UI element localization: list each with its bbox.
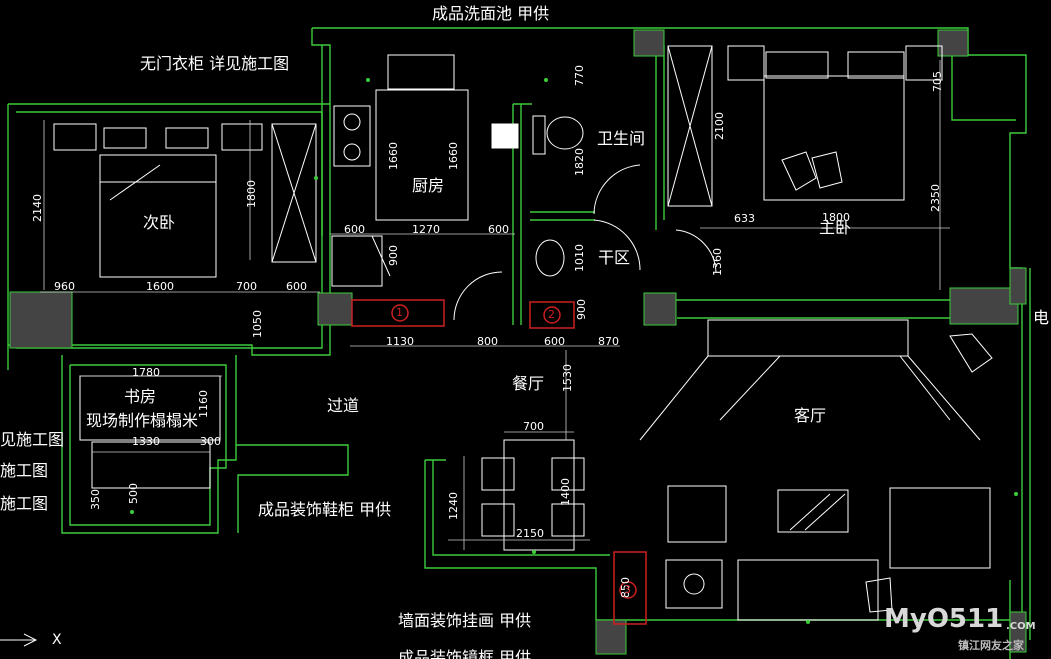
marker-2: 2 <box>548 308 555 321</box>
dim-2100: 2100 <box>713 112 726 140</box>
dim-2150: 2150 <box>516 527 544 540</box>
dim-600: 600 <box>286 280 307 293</box>
furniture <box>53 45 993 621</box>
dim-900: 900 <box>387 245 400 266</box>
room-living: 客厅 <box>794 406 827 425</box>
dim-870: 870 <box>598 335 619 348</box>
note-wall-painting: 墙面装饰挂画 甲供 <box>398 611 532 630</box>
dim-1130: 1130 <box>386 335 414 348</box>
dim-1530: 1530 <box>561 364 574 392</box>
ucs-x-label: X <box>52 632 62 648</box>
room-study: 书房 <box>124 387 157 406</box>
red-markers <box>351 299 647 625</box>
dim-1270: 1270 <box>412 223 440 236</box>
dim-900-bath: 900 <box>575 299 588 320</box>
dim-1240: 1240 <box>447 492 460 520</box>
dim-1660-a: 1660 <box>387 142 400 170</box>
dim-500: 500 <box>127 483 140 504</box>
dim-600-kitchen-left: 600 <box>344 223 365 236</box>
room-kitchen: 厨房 <box>412 176 445 195</box>
marker-3: 3 <box>624 583 631 596</box>
dimension-lines <box>40 60 950 550</box>
note-left-cut-2: 施工图 <box>0 461 49 480</box>
dim-770: 770 <box>573 65 586 86</box>
dim-350: 350 <box>89 489 102 510</box>
dim-1660-b: 1660 <box>447 142 460 170</box>
dim-1160: 1160 <box>197 390 210 418</box>
room-study-note: 现场制作榻榻米 <box>86 411 199 430</box>
note-wardrobe: 无门衣柜 详见施工图 <box>140 54 290 73</box>
watermark-tld: .COM <box>1006 621 1036 632</box>
room-bathroom: 卫生间 <box>597 129 646 148</box>
marker-1: 1 <box>396 306 403 319</box>
note-left-cut-3: 施工图 <box>0 494 49 513</box>
dim-300: 300 <box>200 435 221 448</box>
dim-600-kitchen-right: 600 <box>488 223 509 236</box>
dim-1600: 1600 <box>146 280 174 293</box>
dim-1800-master: 1800 <box>822 211 850 224</box>
dim-1050: 1050 <box>251 310 264 338</box>
dim-800: 800 <box>477 335 498 348</box>
dim-1780: 1780 <box>132 366 160 379</box>
dim-600-bath: 600 <box>544 335 565 348</box>
wall-columns <box>9 29 1027 655</box>
dim-960: 960 <box>54 280 75 293</box>
dim-2350: 2350 <box>929 184 942 212</box>
dim-1400: 1400 <box>559 478 572 506</box>
dim-1010: 1010 <box>573 244 586 272</box>
note-left-cut-1: 见施工图 <box>0 430 65 449</box>
dim-1360: 1360 <box>711 248 724 276</box>
room-dry-area: 干区 <box>598 248 631 267</box>
dim-700-dining: 700 <box>523 420 544 433</box>
dim-1330: 1330 <box>132 435 160 448</box>
room-dining: 餐厅 <box>512 374 545 393</box>
room-second-bedroom: 次卧 <box>143 213 176 232</box>
watermark-logo: MyO511 <box>884 604 1004 634</box>
dim-700: 700 <box>236 280 257 293</box>
note-wash-basin: 成品洗面池 甲供 <box>432 4 550 23</box>
dim-705: 705 <box>931 71 944 92</box>
note-right-cut: 电 <box>1033 308 1050 327</box>
room-master-bedroom: 主卧 <box>819 218 852 237</box>
ucs-axis <box>0 633 38 647</box>
watermark-subtitle: 镇江网友之家 <box>958 639 1024 652</box>
grip-dots <box>130 78 1018 624</box>
dim-1820: 1820 <box>573 148 586 176</box>
room-corridor: 过道 <box>327 396 360 415</box>
note-shoe-cabinet: 成品装饰鞋柜 甲供 <box>258 500 392 519</box>
dim-2140: 2140 <box>31 194 44 222</box>
dim-633: 633 <box>734 212 755 225</box>
wall-outlines <box>7 27 1031 659</box>
note-bottom-cut: 成品装饰镜框 甲供 <box>398 648 532 659</box>
dim-1800: 1800 <box>245 180 258 208</box>
